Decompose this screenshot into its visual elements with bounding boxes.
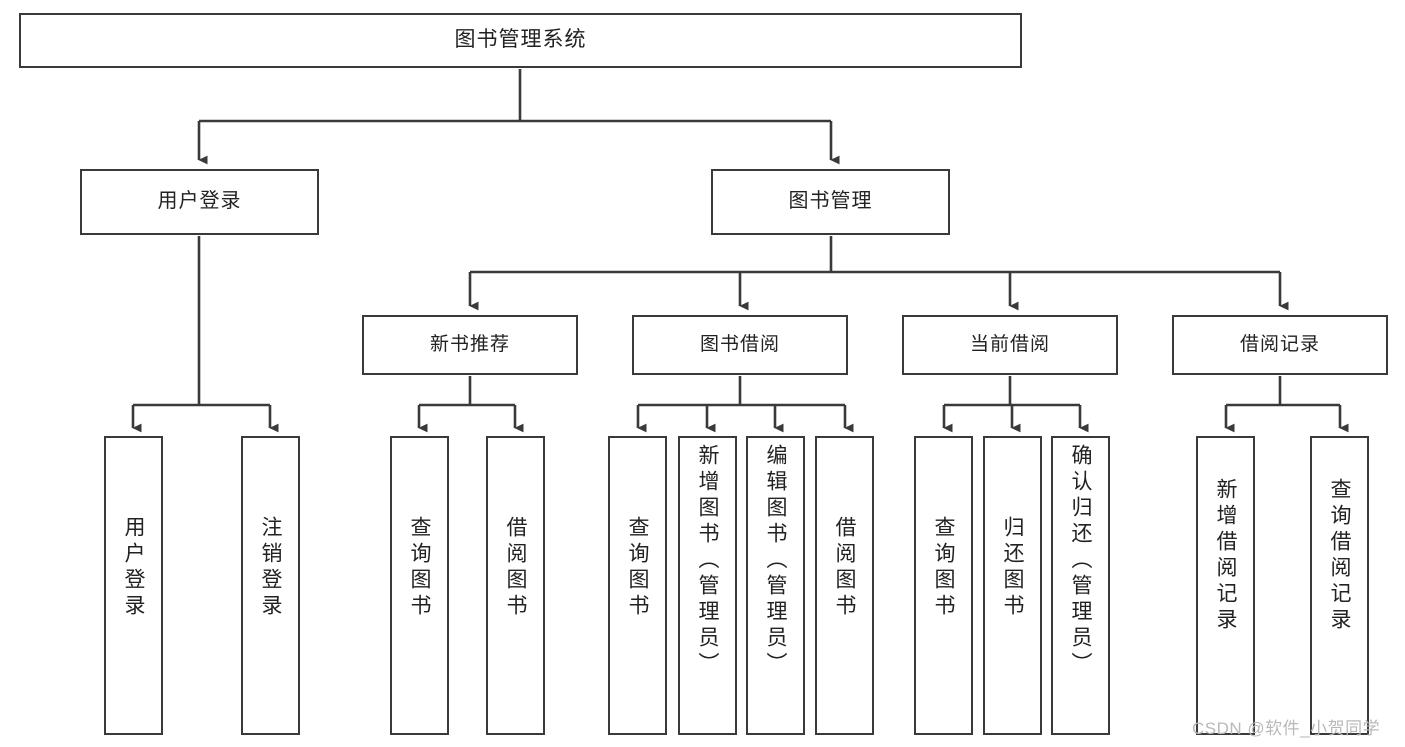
node-system-root[interactable]: 图书管理系统 (19, 13, 1022, 68)
node-label: 当前借阅 (969, 333, 1050, 355)
node-label: 用户登录 (157, 190, 242, 213)
leaf-borrow-book-2[interactable]: 借阅图书 (815, 436, 874, 735)
node-label: 新书推荐 (429, 333, 510, 355)
node-book-borrow[interactable]: 图书借阅 (632, 315, 848, 375)
leaf-logout-login[interactable]: 注销登录 (241, 436, 300, 735)
node-label: 归还图书 (1001, 516, 1024, 620)
leaf-add-borrow-record[interactable]: 新增借阅记录 (1196, 436, 1255, 735)
csdn-watermark: CSDN @软件_小贺同学 (1192, 719, 1381, 738)
node-borrow-record[interactable]: 借阅记录 (1172, 315, 1388, 375)
node-label: 查询图书 (626, 516, 649, 620)
node-book-management[interactable]: 图书管理 (711, 169, 950, 235)
node-label: 查询借阅记录 (1328, 478, 1351, 634)
node-label: 用户登录 (122, 516, 145, 620)
node-label: 借阅图书 (833, 516, 856, 620)
node-label: 图书管理系统 (454, 28, 587, 52)
leaf-query-borrow-record[interactable]: 查询借阅记录 (1310, 436, 1369, 735)
node-user-login[interactable]: 用户登录 (80, 169, 319, 235)
leaf-query-book-3[interactable]: 查询图书 (914, 436, 973, 735)
leaf-query-book-1[interactable]: 查询图书 (390, 436, 449, 735)
leaf-edit-book-admin[interactable]: 编辑图书（管理员） (746, 436, 805, 735)
leaf-confirm-return-admin[interactable]: 确认归还（管理员） (1051, 436, 1110, 735)
node-current-borrow[interactable]: 当前借阅 (902, 315, 1118, 375)
node-label: 新增借阅记录 (1214, 478, 1237, 634)
node-label: 新增图书（管理员） (696, 444, 719, 678)
node-label: 注销登录 (259, 516, 282, 620)
node-label: 借阅记录 (1239, 333, 1320, 355)
leaf-borrow-book-1[interactable]: 借阅图书 (486, 436, 545, 735)
node-label: 图书借阅 (699, 333, 780, 355)
leaf-return-book[interactable]: 归还图书 (983, 436, 1042, 735)
leaf-query-book-2[interactable]: 查询图书 (608, 436, 667, 735)
node-label: 借阅图书 (504, 516, 527, 620)
node-label: 确认归还（管理员） (1069, 444, 1092, 678)
node-label: 查询图书 (932, 516, 955, 620)
leaf-add-book-admin[interactable]: 新增图书（管理员） (678, 436, 737, 735)
node-new-book-recommend[interactable]: 新书推荐 (362, 315, 578, 375)
node-label: 图书管理 (788, 190, 873, 213)
leaf-user-login[interactable]: 用户登录 (104, 436, 163, 735)
node-label: 编辑图书（管理员） (764, 444, 787, 678)
node-label: 查询图书 (408, 516, 431, 620)
